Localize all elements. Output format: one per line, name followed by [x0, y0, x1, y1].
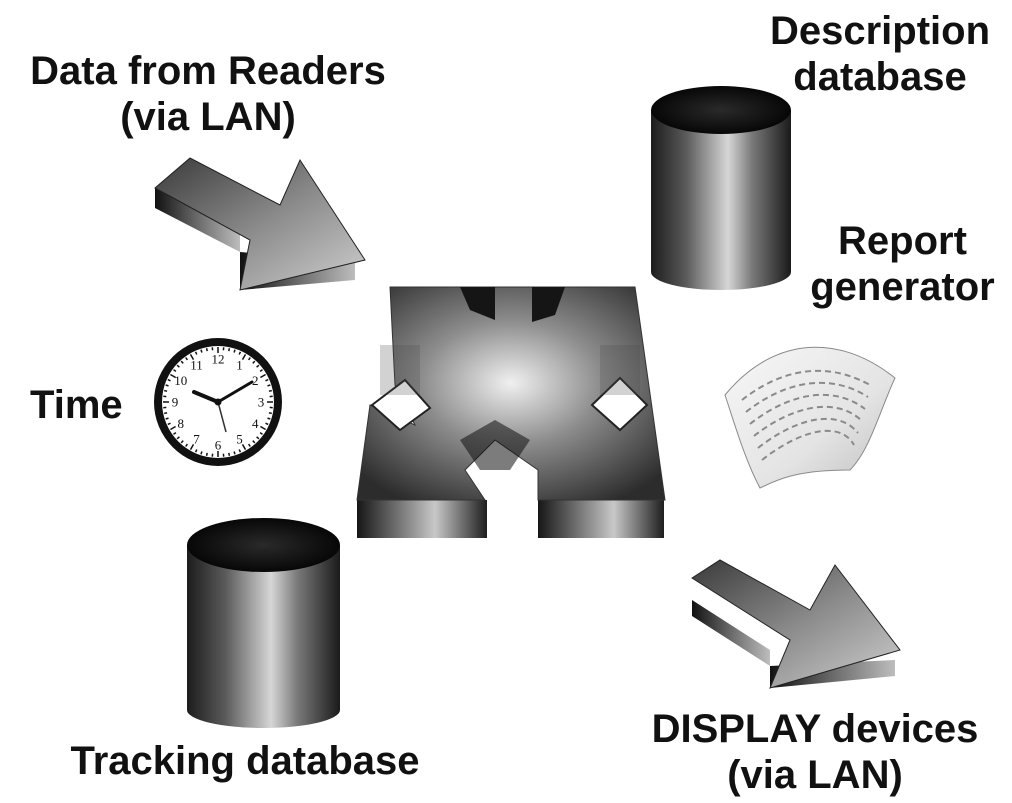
clock-tick [185, 443, 189, 447]
clock-tick [268, 389, 272, 392]
clock-number: 7 [193, 432, 200, 447]
input-arrow-icon [154, 157, 366, 291]
clock-tick [176, 364, 180, 368]
display-devices-line2: (via LAN) [727, 753, 903, 797]
clock-tick [267, 417, 271, 420]
clock-tick [167, 422, 171, 426]
output-arrow-icon [691, 559, 901, 689]
clock-tick [194, 351, 198, 355]
clock-tick [165, 417, 169, 420]
report-generator-line1: Report [838, 219, 967, 263]
clock-number: 9 [172, 395, 179, 410]
clock-number: 2 [252, 373, 259, 388]
data-from-readers-line1: Data from Readers [30, 49, 386, 93]
clock-tick [180, 360, 184, 364]
clock-tick [228, 452, 231, 456]
clock-tick [167, 378, 171, 382]
tracking-database-label: Tracking database [45, 738, 445, 784]
report-generator-line2: generator [810, 265, 995, 309]
clock-tick [200, 451, 203, 455]
clock-tick [176, 436, 180, 440]
clock-number: 6 [215, 438, 222, 453]
report-paper-icon [724, 346, 896, 489]
clock-tick [256, 364, 260, 368]
clock-tick [256, 436, 260, 440]
clock-tick [265, 378, 269, 382]
clock-number: 5 [236, 432, 243, 447]
clock-tick [189, 444, 195, 450]
clock-tick [247, 443, 251, 447]
clock-tick [259, 431, 263, 435]
clock-number: 4 [252, 416, 259, 431]
clock-tick [238, 351, 242, 355]
clock-tick [259, 369, 263, 373]
clock-tick [185, 357, 189, 361]
clock-tick [205, 348, 208, 352]
time-text: Time [30, 383, 123, 427]
clock-number: 1 [236, 357, 243, 372]
clock-tick [233, 349, 236, 353]
clock-tick [165, 384, 169, 387]
clock-tick [252, 440, 256, 444]
display-devices-line1: DISPLAY devices [651, 707, 979, 751]
clock-number: 12 [212, 352, 225, 367]
tracking-database-text: Tracking database [70, 739, 420, 783]
data-from-readers-line2: (via LAN) [120, 95, 296, 139]
clock-tick [252, 360, 256, 364]
clock-tick [189, 354, 195, 360]
clock-tick [241, 354, 247, 360]
clock-tick [164, 389, 168, 392]
description-database-label: Description database [745, 8, 1012, 100]
data-from-readers-label: Data from Readers (via LAN) [8, 48, 408, 140]
clock-tick [265, 422, 269, 426]
clock-tick [260, 373, 266, 379]
clock-number: 8 [178, 416, 185, 431]
clock-tick [200, 349, 203, 353]
clock-tick [173, 369, 177, 373]
report-generator-label: Report generator [795, 218, 1010, 310]
clock-tick [241, 444, 247, 450]
clock-tick [260, 425, 266, 431]
clock-tick [173, 431, 177, 435]
description-database-icon [651, 86, 791, 290]
description-database-line1: Description [769, 9, 991, 53]
clock-tick [170, 373, 176, 379]
clock-tick [164, 412, 168, 415]
clock-tick [180, 440, 184, 444]
clock-number: 10 [174, 373, 187, 388]
clock-tick [228, 348, 231, 352]
display-devices-label: DISPLAY devices (via LAN) [630, 706, 1000, 798]
clock-tick [205, 452, 208, 456]
description-database-line2: database [793, 55, 967, 99]
central-hub-icon [356, 286, 666, 538]
clock-tick [267, 384, 271, 387]
clock-tick [247, 357, 251, 361]
time-label: Time [30, 382, 140, 428]
clock-number: 11 [190, 357, 203, 372]
clock-tick [233, 451, 236, 455]
clock-number: 3 [258, 395, 265, 410]
clock-tick [194, 449, 198, 453]
clock-tick [170, 425, 176, 431]
tracking-database-icon [187, 518, 340, 728]
clock-tick [268, 412, 272, 415]
clock-tick [238, 449, 242, 453]
